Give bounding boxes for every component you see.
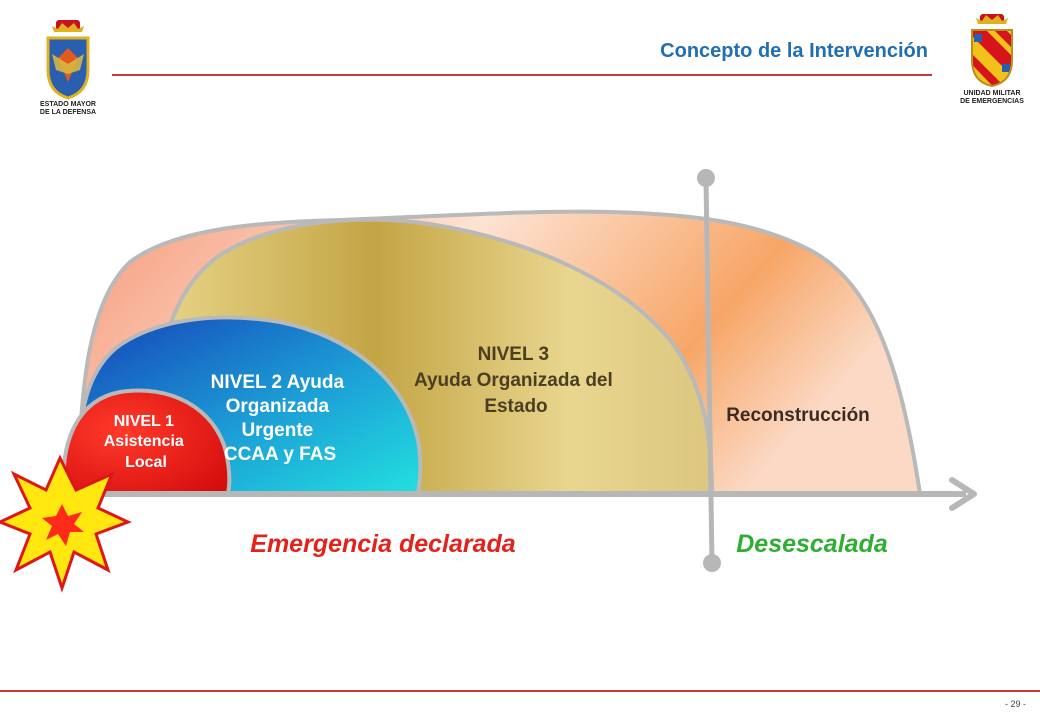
nivel2-line3: Urgente	[241, 420, 313, 441]
right-logo-caption-line1: UNIDAD MILITAR	[963, 90, 1021, 97]
phase-emergencia-label: Emergencia declarada	[250, 530, 516, 558]
phase-divider-top-dot	[697, 169, 715, 187]
explosion-icon	[0, 454, 132, 593]
nivel3-label: NIVEL 3 Ayuda Organizada del Estado	[414, 344, 618, 417]
phase-divider-bottom-dot	[703, 554, 721, 572]
reconstruccion-label: Reconstrucción	[726, 405, 870, 426]
page-title: Concepto de la Intervención	[660, 40, 928, 62]
time-axis-arrowhead	[949, 477, 977, 511]
nivel3-line1: NIVEL 3	[478, 344, 549, 365]
nivel2-line2: Organizada	[226, 396, 330, 417]
left-logo-caption-line2: DE LA DEFENSA	[39, 109, 97, 116]
nivel3-line3: Estado	[484, 396, 547, 417]
nivel1-line3: Local	[125, 454, 167, 471]
title-divider	[112, 74, 932, 76]
nivel1-region	[61, 388, 232, 496]
phase-divider	[703, 179, 715, 563]
right-logo-caption: UNIDAD MILITAR DE EMERGENCIAS	[944, 90, 1040, 106]
phase-desescalada-label: Desescalada	[736, 530, 888, 558]
right-logo-caption-line2: DE EMERGENCIAS	[960, 98, 1024, 105]
nivel1-label: NIVEL 1 Asistencia Local	[104, 413, 189, 471]
nivel3-line2: Ayuda Organizada del	[414, 370, 613, 391]
nivel1-line1: NIVEL 1	[114, 413, 174, 430]
page-number: - 29 -	[1004, 699, 1026, 709]
left-logo-caption-line1: ESTADO MAYOR	[39, 101, 96, 108]
left-logo-caption: ESTADO MAYOR DE LA DEFENSA	[18, 101, 118, 117]
estado-mayor-defensa-emblem	[46, 20, 90, 100]
nivel2-line1: NIVEL 2 Ayuda	[211, 372, 345, 393]
nivel2-label: NIVEL 2 Ayuda Organizada Urgente CCAA y …	[211, 372, 350, 465]
footer-divider	[0, 690, 1040, 692]
nivel2-line4: CCAA y FAS	[224, 444, 336, 465]
ume-emblem	[971, 14, 1013, 88]
nivel1-line2: Asistencia	[104, 433, 184, 450]
